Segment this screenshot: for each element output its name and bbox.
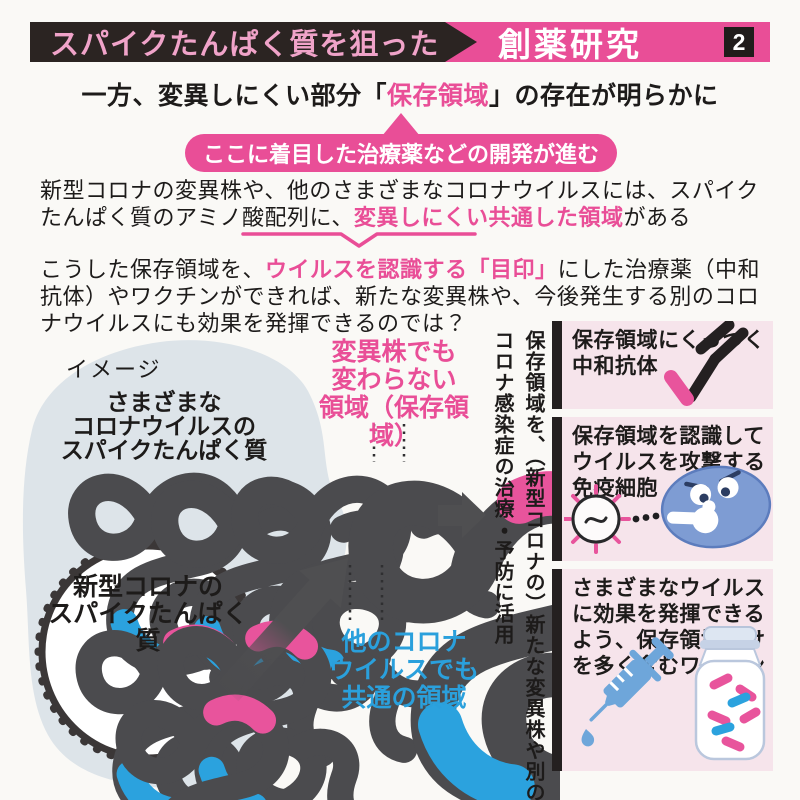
p1-pre: 新型コロナの変異株や、他のさまざまなコロナウイルスには、スパイクたんぱく質のアミ… <box>40 178 759 230</box>
vaccine-icon <box>581 626 766 761</box>
p1-highlight: 変異しにくい共通した領域 <box>353 205 624 230</box>
pointer-up-triangle <box>382 113 420 136</box>
callout-pill: ここに着目した治療薬などの開発が進む <box>185 134 617 172</box>
result-arrow <box>438 492 486 538</box>
common-region-label: 他のコロナ ウイルスでも 共通の領域 <box>328 628 479 712</box>
subheading-pre: 一方、変異しにくい部分「 <box>81 82 387 110</box>
conserved-region-label: 変異株でも 変わらない 領域（保存領域） <box>318 338 469 450</box>
p1-post: がある <box>623 205 691 230</box>
infobox-antibody: 保存領域にくっつく中和抗体 <box>552 321 773 409</box>
header-banner: 創薬研究 スパイクたんぱく質を狙った 2 <box>30 22 770 63</box>
banner-left-title: スパイクたんぱく質を狙った <box>50 29 440 61</box>
vial-icon <box>694 626 766 761</box>
subheading: 一方、変異しにくい部分「保存領域」の存在が明らかに <box>0 76 800 112</box>
paragraph-1: 新型コロナの変異株や、他のさまざまなコロナウイルスには、スパイクたんぱく質のアミ… <box>40 177 766 231</box>
banner-left-section: スパイクたんぱく質を狙った <box>30 22 477 62</box>
diagram-canvas <box>22 340 560 800</box>
various-corona-title: さまざまな コロナウイルスの スパイクたんぱく質 <box>60 389 268 463</box>
infobox-vaccine: さまざまなウイルスに効果を発揮できるよう、保存領域だけを多く含むワクチン <box>552 569 773 771</box>
image-caption: イメージ <box>66 357 162 382</box>
zoom-arrow <box>217 558 348 702</box>
vertical-usage-note: 保存領域を、（新型コロナの）新たな変異株や別のコロナ感染症の治療・予防に活用 <box>491 330 544 800</box>
brace-underline <box>241 232 477 248</box>
p2-pre: こうした保存領域を、 <box>40 257 266 282</box>
paragraph-2: こうした保存領域を、ウイルスを認識する「目印」にした治療薬（中和抗体）やワクチン… <box>40 256 766 337</box>
p2-post: にした治療薬（中和抗体）やワクチンができれば、新たな変異株や、今後発生する別のコ… <box>40 257 761 336</box>
subheading-highlight: 保存領域 <box>386 82 489 110</box>
series-number-badge: 2 <box>724 27 754 57</box>
p2-highlight: ウイルスを認識する「目印」 <box>265 257 558 282</box>
immune-cell-icon <box>564 465 772 554</box>
virus-icon <box>564 484 631 554</box>
syringe-icon <box>589 637 674 722</box>
banner-right-title: 創薬研究 <box>498 26 642 63</box>
banner-right-section: 創薬研究 <box>430 22 770 63</box>
antibody-icon <box>664 321 749 406</box>
subheading-post: 」の存在が明らかに <box>489 82 719 110</box>
infobox-immune-cell: 保存領域を認識してウイルスを攻撃する免疫細胞 <box>552 417 773 561</box>
immune-cell-body <box>660 465 772 549</box>
novel-corona-title: 新型コロナの スパイクたんぱく質 <box>48 573 248 655</box>
dotted-guides <box>348 424 406 622</box>
droplet-icon <box>581 729 595 747</box>
